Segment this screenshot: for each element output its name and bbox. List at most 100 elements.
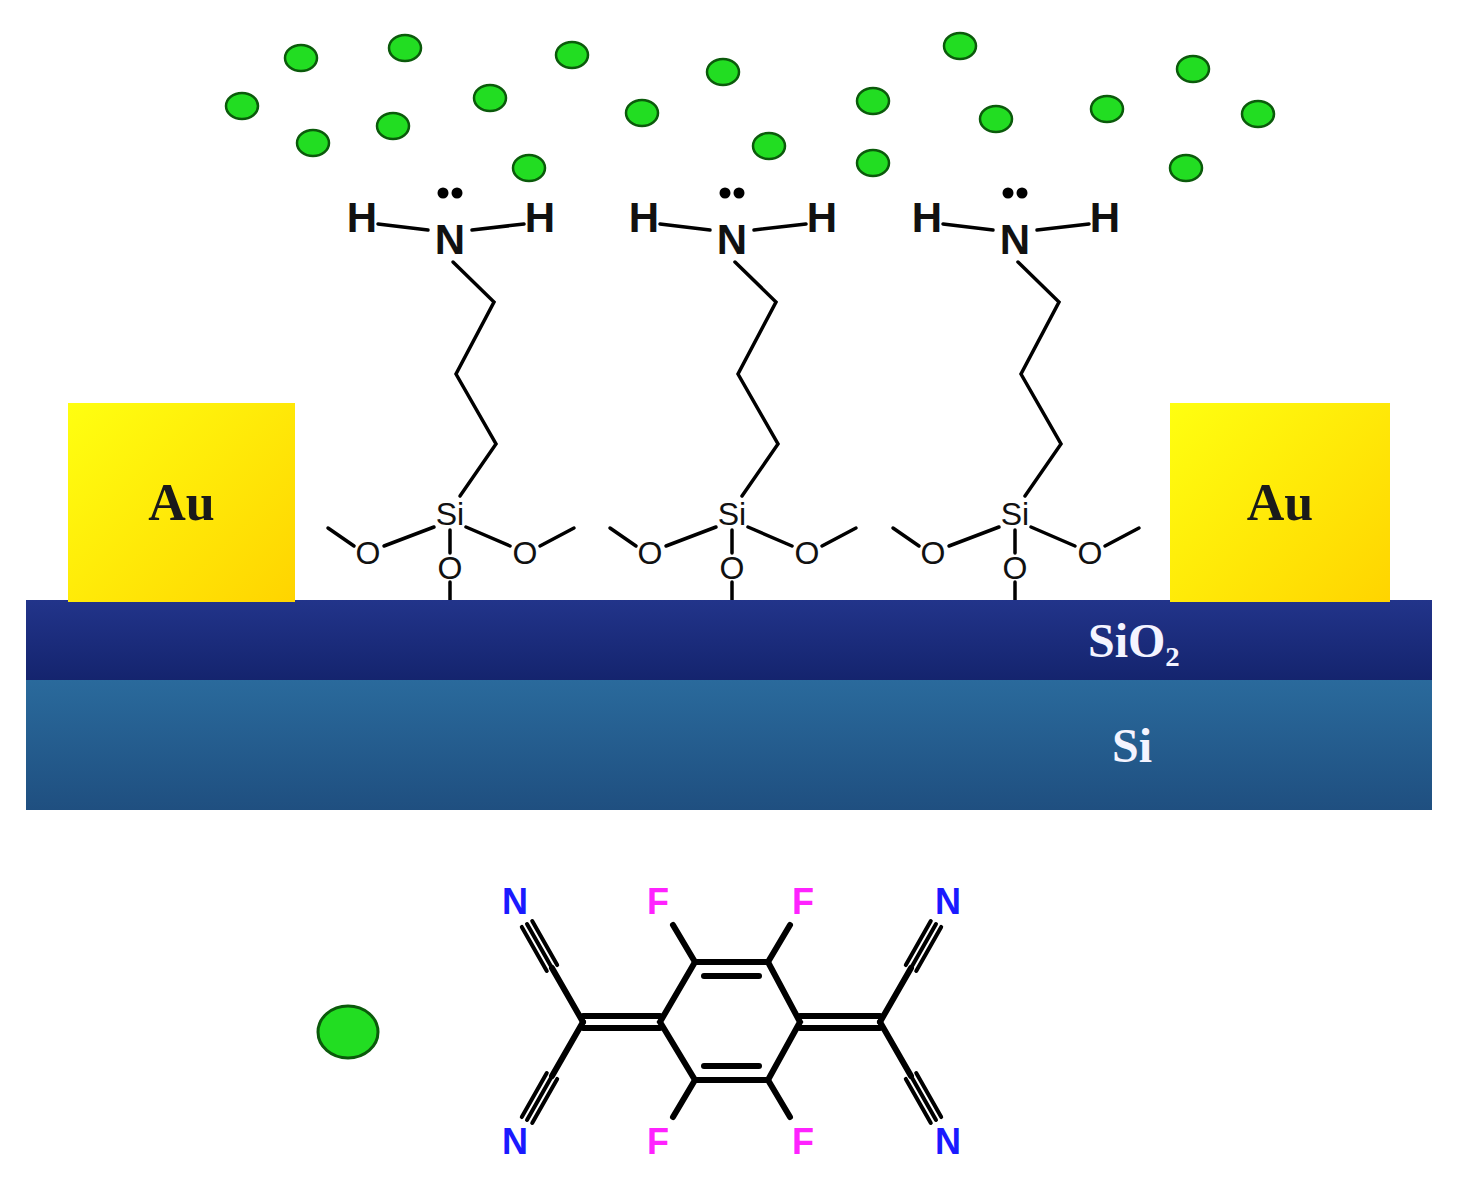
atom-label: O	[921, 535, 946, 572]
lone-pair-dot	[1003, 188, 1014, 199]
triple-bond-stroke	[906, 1079, 931, 1123]
c-f-bond	[768, 925, 790, 962]
atom-label: Si	[718, 496, 746, 533]
triple-bond-stroke	[532, 921, 557, 965]
layer-label: Si	[1112, 718, 1152, 773]
single-bond	[552, 968, 583, 1022]
aptes-bonds	[328, 188, 1139, 603]
atom-label: F	[647, 881, 669, 923]
single-bond	[880, 1022, 911, 1076]
atom-label: F	[792, 881, 814, 923]
green-molecules	[226, 33, 1274, 181]
lone-pair-dot	[452, 188, 463, 199]
electrode-label: Au	[148, 473, 214, 532]
molecule-dot	[1091, 96, 1123, 122]
bond	[660, 224, 710, 230]
triple-bond-stroke	[522, 1073, 547, 1117]
atom-label: N	[935, 1121, 961, 1163]
atom-label: O	[513, 535, 538, 572]
bond	[735, 262, 778, 496]
bond	[610, 528, 636, 546]
oxide-layer: SiO₂	[26, 600, 1432, 680]
lone-pair-dot	[720, 188, 731, 199]
aptes-molecule	[610, 188, 856, 603]
atom-label: Si	[1001, 496, 1029, 533]
atom-label: O	[795, 535, 820, 572]
lone-pair-dot	[438, 188, 449, 199]
c-f-bond	[673, 925, 695, 962]
molecule-dot	[226, 93, 258, 119]
gold-electrode: Au	[1170, 403, 1390, 602]
benzene-ring	[660, 962, 800, 1080]
molecule-dot	[474, 85, 506, 111]
bond	[943, 224, 993, 230]
atom-label: H	[1090, 194, 1120, 242]
bond	[384, 527, 434, 546]
bond	[466, 527, 510, 546]
aptes-molecule	[328, 188, 574, 603]
bond	[1018, 262, 1061, 496]
molecule-dot	[753, 133, 785, 159]
nitrile-triple-bonds	[522, 921, 941, 1123]
bond	[453, 262, 496, 496]
bond	[472, 224, 524, 230]
atom-label: Si	[436, 496, 464, 533]
double-bond	[800, 1013, 880, 1019]
atom-label: O	[438, 550, 463, 587]
bond	[1037, 224, 1089, 230]
atom-label: O	[356, 535, 381, 572]
silicon-substrate: Si	[26, 680, 1432, 810]
molecule-dot	[297, 130, 329, 156]
atom-label: O	[1003, 550, 1028, 587]
atom-label: N	[1000, 216, 1030, 264]
f4tcnq-bonds	[552, 925, 911, 1117]
atom-label: N	[435, 216, 465, 264]
molecule-dot	[707, 59, 739, 85]
molecule-key-dot	[318, 1006, 378, 1058]
bond	[1031, 527, 1075, 546]
bond	[540, 528, 574, 546]
bond	[666, 527, 716, 546]
bond	[328, 528, 354, 546]
atom-label: H	[912, 194, 942, 242]
atom-label: N	[935, 881, 961, 923]
molecule-dot	[1177, 56, 1209, 82]
molecule-dot	[285, 45, 317, 71]
molecule-dot	[513, 155, 545, 181]
atom-label: H	[807, 194, 837, 242]
molecule-dot	[857, 88, 889, 114]
atom-label: F	[647, 1121, 669, 1163]
atom-label: N	[502, 881, 528, 923]
atom-label: H	[347, 194, 377, 242]
single-bond	[880, 968, 911, 1022]
gold-electrode: Au	[68, 403, 295, 602]
atom-label: O	[638, 535, 663, 572]
atom-label: O	[720, 550, 745, 587]
lone-pair-dot	[734, 188, 745, 199]
single-bond	[552, 1022, 583, 1076]
atom-label: N	[717, 216, 747, 264]
atom-label: F	[792, 1121, 814, 1163]
ring-double-bond	[704, 973, 759, 979]
bond	[822, 528, 856, 546]
molecule-dot	[389, 35, 421, 61]
atom-label: N	[502, 1121, 528, 1163]
double-bond	[800, 1025, 880, 1031]
molecule-dot	[980, 106, 1012, 132]
bond	[949, 527, 999, 546]
lone-pair-dot	[1017, 188, 1028, 199]
electrode-label: Au	[1247, 473, 1313, 532]
c-f-bond	[768, 1080, 790, 1117]
aptes-molecule	[893, 188, 1139, 603]
bond	[748, 527, 792, 546]
bond	[893, 528, 919, 546]
ring-double-bond	[704, 1063, 759, 1069]
molecule-dot	[556, 42, 588, 68]
molecule-dot	[1242, 101, 1274, 127]
molecule-dot	[377, 113, 409, 139]
c-f-bond	[673, 1080, 695, 1117]
molecule-dot	[626, 100, 658, 126]
atom-label: H	[525, 194, 555, 242]
atom-label: O	[1078, 535, 1103, 572]
